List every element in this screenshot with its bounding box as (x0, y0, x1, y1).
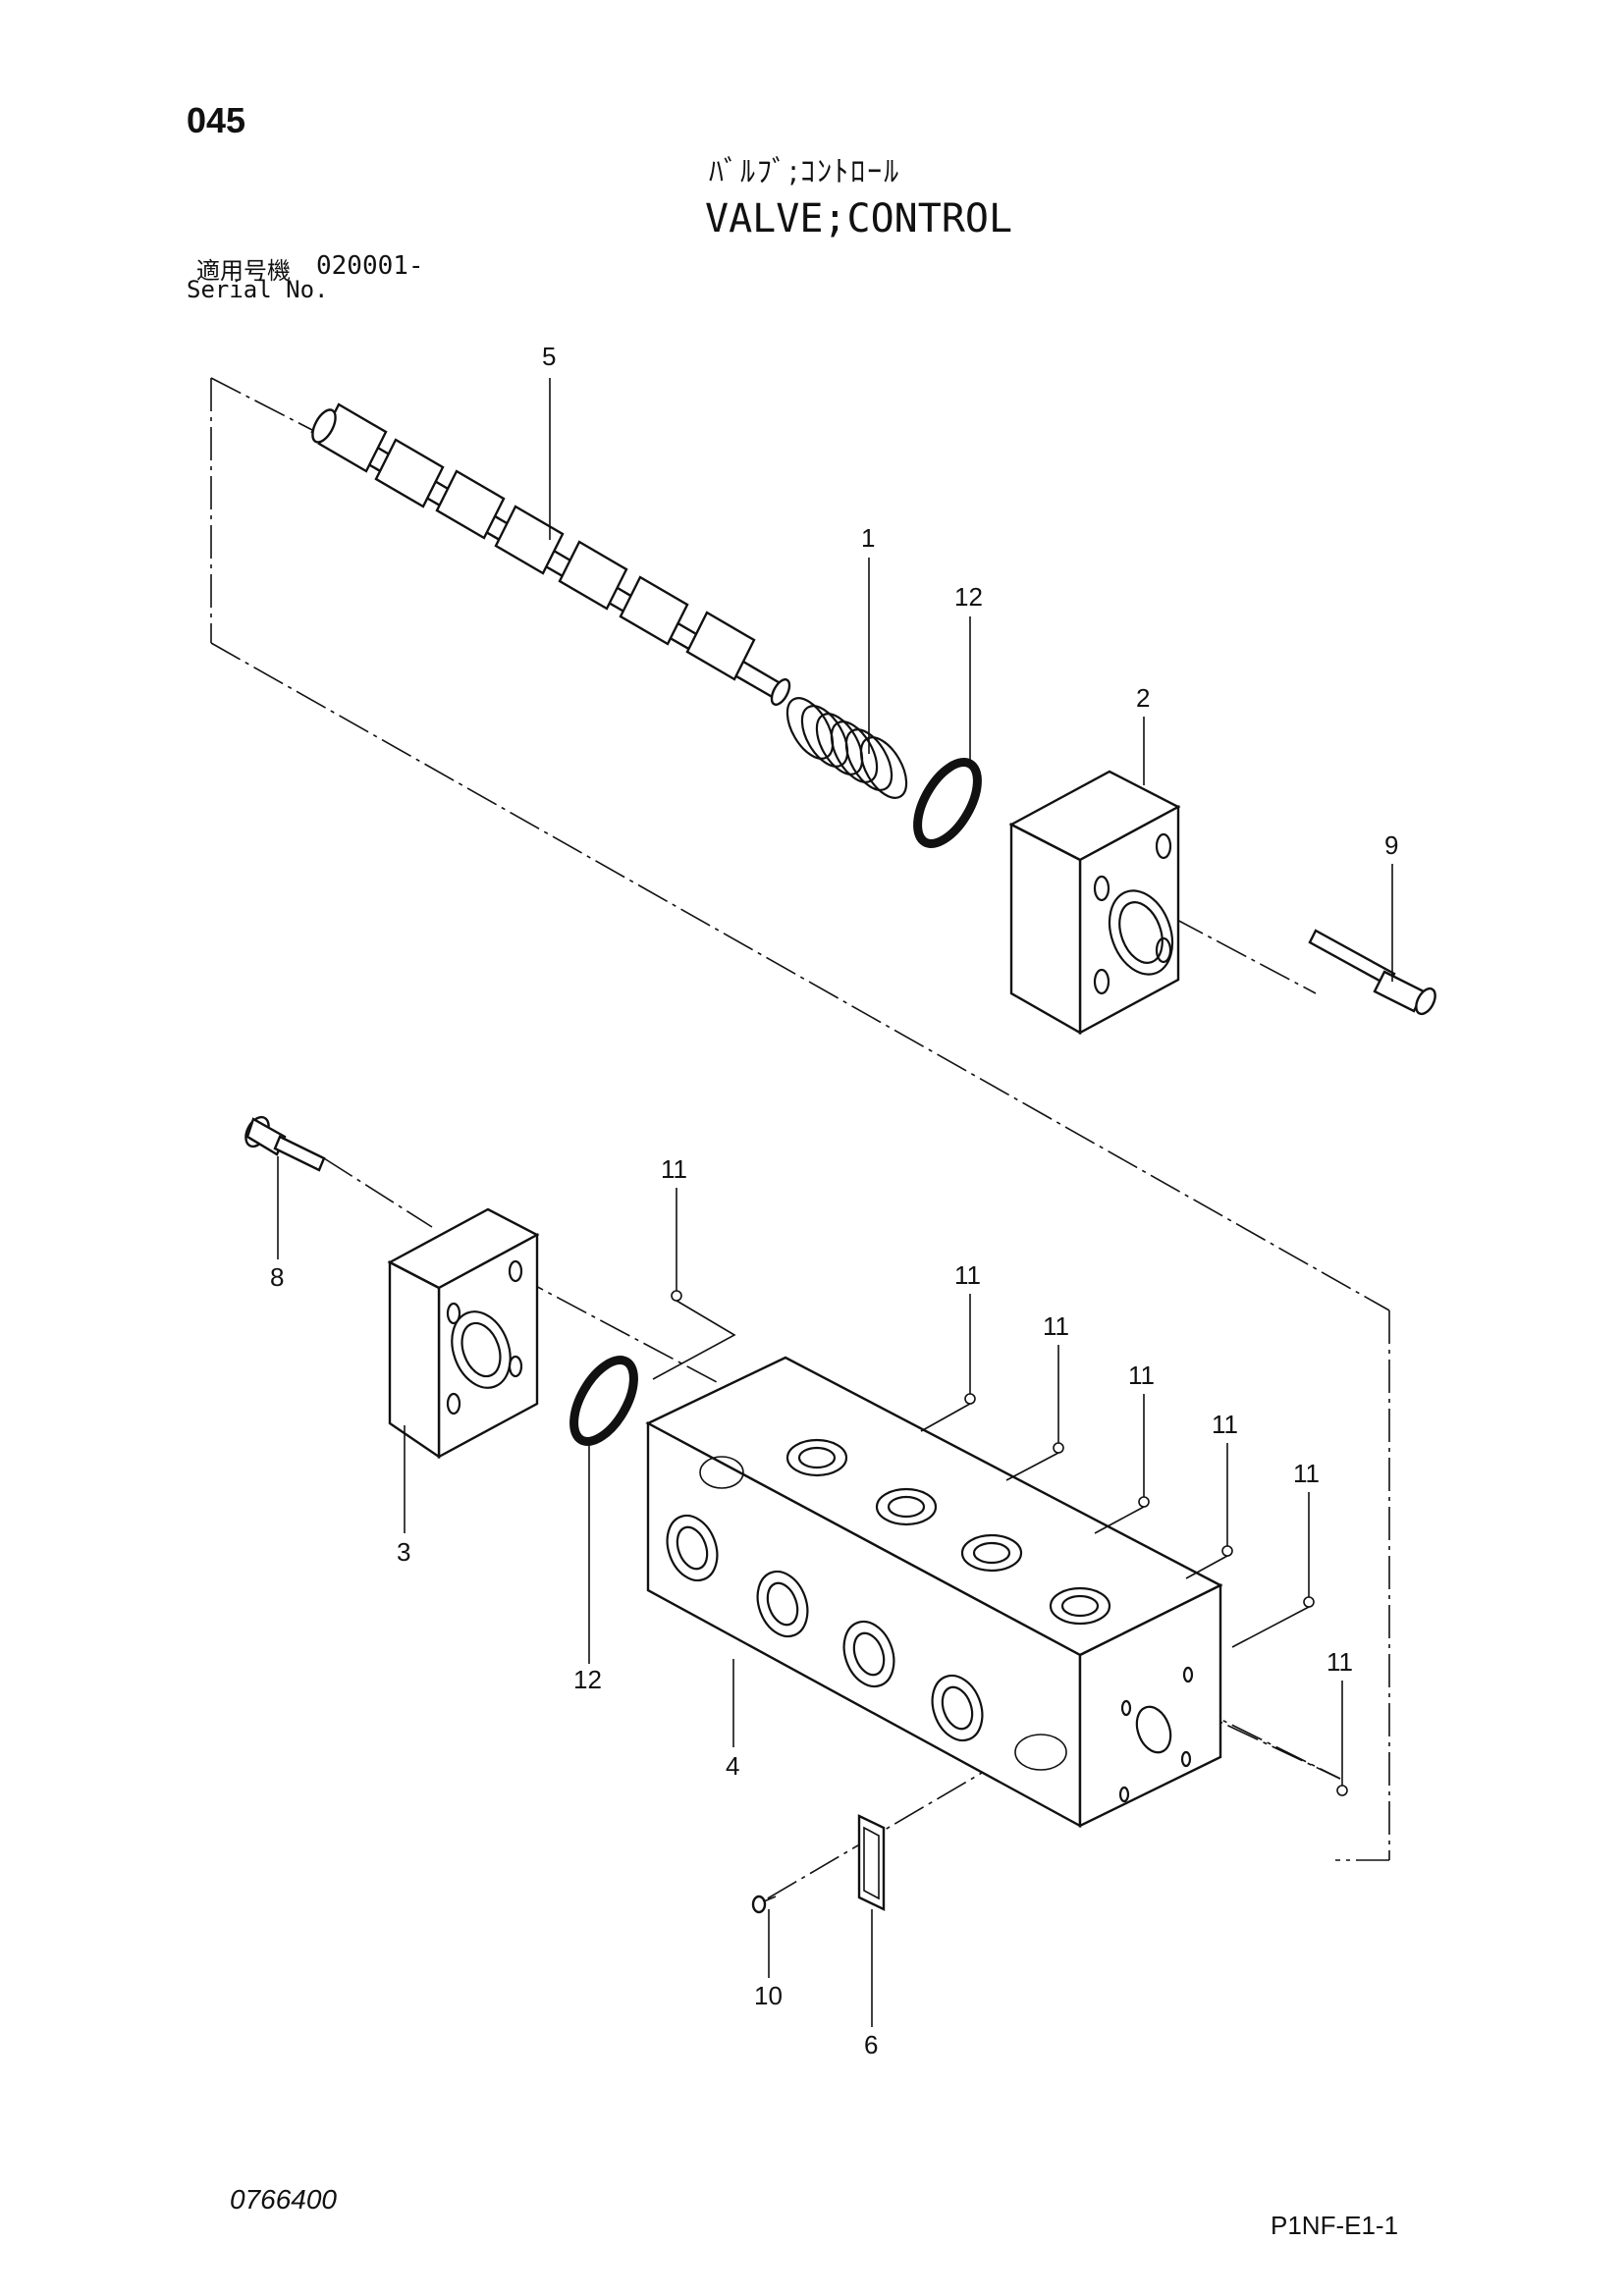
title-japanese: ﾊﾞﾙﾌﾞ;ｺﾝﾄﾛｰﾙ (709, 155, 901, 189)
serial-label-japanese: 適用号機 (196, 257, 291, 285)
callout-labels: 5 1 12 2 9 8 3 12 4 6 10 11 11 11 11 11 … (270, 342, 1398, 2059)
callout-11: 11 (1293, 1459, 1320, 1488)
callout-11: 11 (1128, 1361, 1155, 1390)
callout-11: 11 (1326, 1647, 1353, 1677)
callout-11: 11 (1043, 1311, 1069, 1341)
serial-value: 020001- (316, 251, 424, 281)
screw-part-10 (751, 1895, 777, 1914)
spool-part-5 (310, 402, 791, 706)
callout-11: 11 (954, 1260, 981, 1290)
title-english: VALVE;CONTROL (705, 196, 1013, 241)
o-ring-part-12-lower (569, 1356, 638, 1446)
bolt-part-9 (1308, 929, 1436, 1016)
callout-1: 1 (861, 523, 875, 553)
callout-9: 9 (1384, 830, 1398, 860)
spring-part-1 (785, 697, 908, 799)
cover-part-3 (387, 1207, 540, 1460)
callout-10: 10 (754, 1981, 783, 2010)
serial-label-english: Serial No. (187, 276, 329, 303)
callout-12-upper: 12 (954, 582, 983, 612)
cover-part-2 (1008, 770, 1181, 1036)
leader-lines (277, 378, 1393, 2027)
page-number: 045 (187, 100, 246, 140)
callout-3: 3 (397, 1537, 410, 1567)
callout-5: 5 (542, 342, 556, 371)
o-ring-part-12-upper (913, 758, 982, 848)
callout-12-lower: 12 (573, 1665, 602, 1694)
callout-4: 4 (726, 1751, 739, 1781)
callout-11: 11 (661, 1154, 687, 1184)
page-code: P1NF-E1-1 (1271, 2211, 1399, 2240)
document-code: 0766400 (230, 2184, 338, 2215)
callout-8: 8 (270, 1262, 284, 1292)
callout-6: 6 (864, 2030, 878, 2059)
name-plate-part-6 (857, 1814, 886, 1911)
callout-2: 2 (1136, 683, 1150, 713)
bolt-part-8 (244, 1115, 326, 1172)
valve-body-part-4 (645, 1356, 1223, 1829)
callout-11: 11 (1212, 1410, 1238, 1439)
